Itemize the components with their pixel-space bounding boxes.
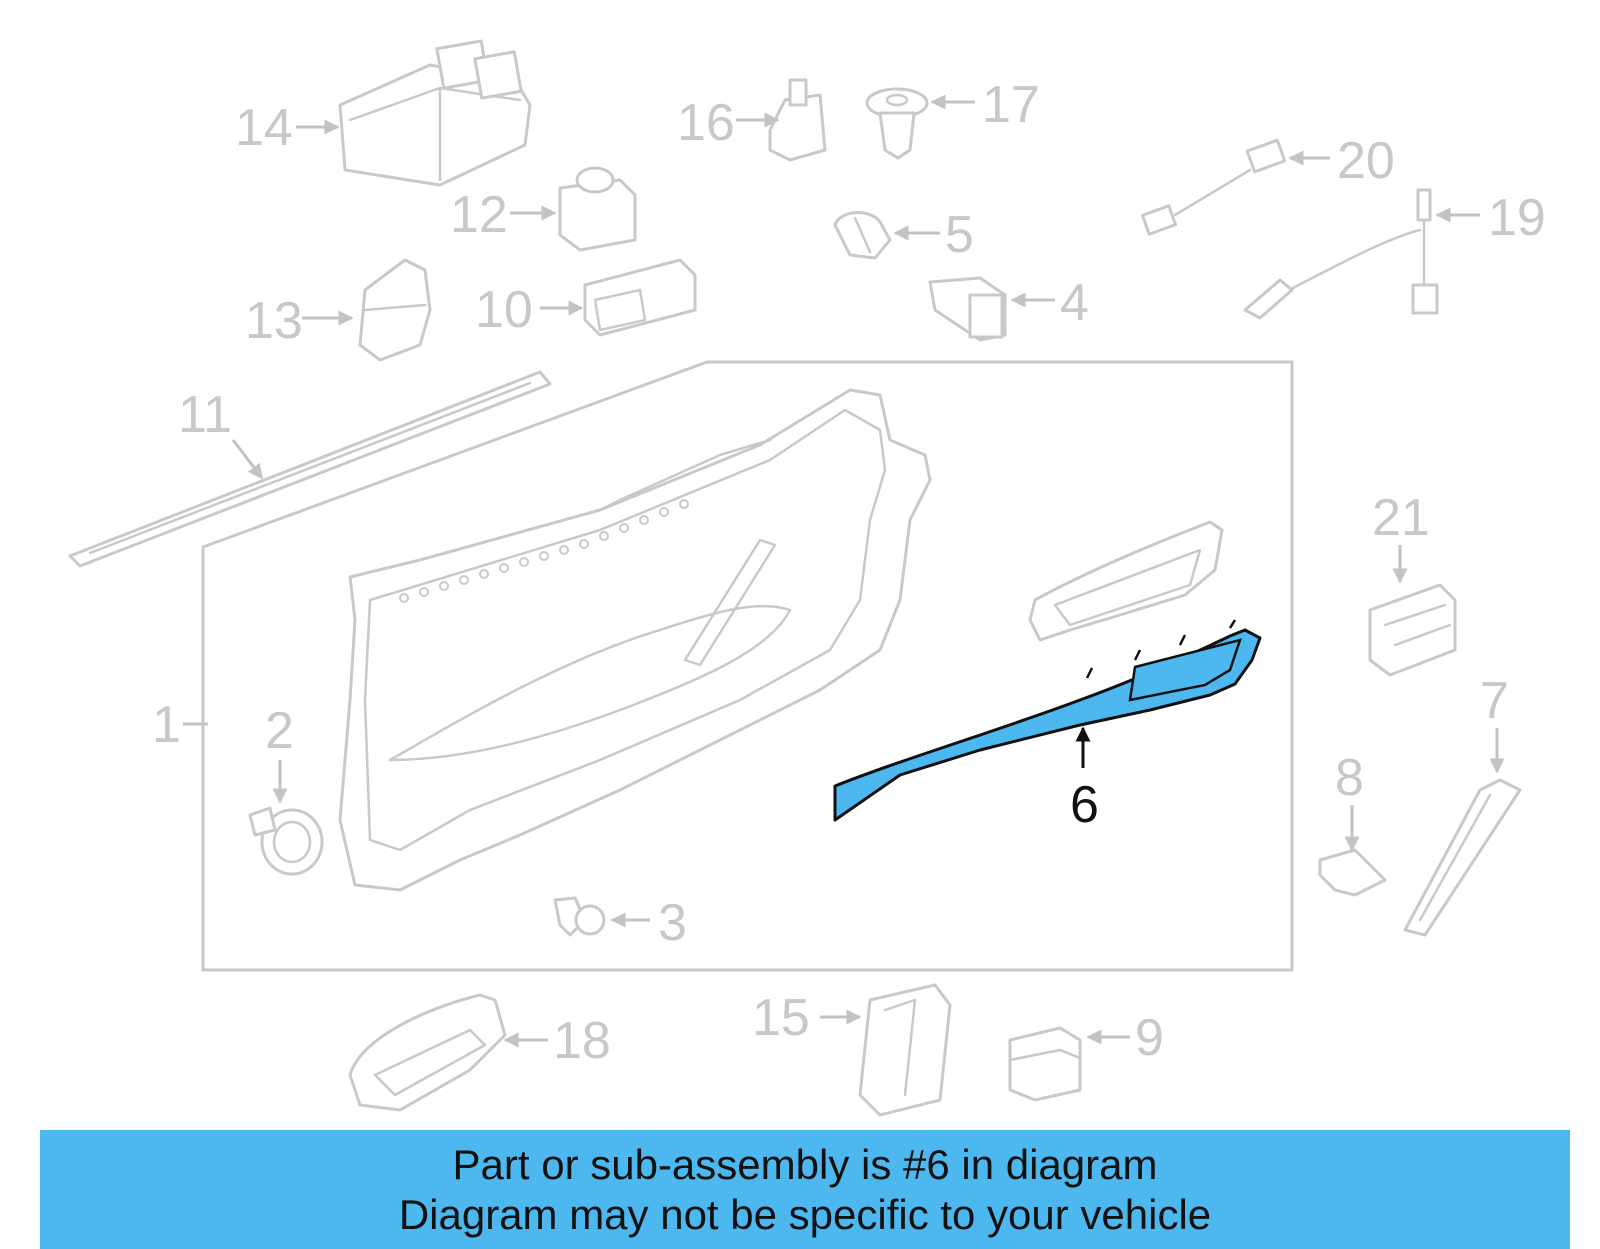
- info-banner: Part or sub-assembly is #6 in diagram Di…: [40, 1130, 1570, 1249]
- part-20-wire-connector: [1140, 138, 1287, 236]
- part-3-clip: [553, 896, 606, 937]
- callout-8: 8: [1335, 749, 1364, 807]
- part-6-trim-highlighted: [833, 619, 1262, 822]
- callout-17: 17: [982, 76, 1040, 134]
- part-19-cable: [1243, 188, 1439, 320]
- part-21-switch: [1368, 583, 1457, 677]
- callout-12: 12: [450, 186, 508, 244]
- part-12-mirror-switch: [558, 166, 637, 252]
- callout-1: 1: [152, 696, 181, 754]
- callout-13: 13: [245, 292, 303, 350]
- part-17-push-clip: [865, 87, 929, 160]
- part-9-switch: [1008, 1026, 1082, 1102]
- info-banner-bg: [40, 1130, 1570, 1249]
- part-13-switch: [358, 258, 432, 362]
- part-10-switch: [583, 258, 697, 337]
- banner-line-1: Part or sub-assembly is #6 in diagram: [452, 1140, 1158, 1188]
- assembly-frame: [201, 360, 1294, 972]
- part-15-switch: [858, 983, 952, 1117]
- callout-4: 4: [1060, 274, 1089, 332]
- callout-3: 3: [658, 894, 687, 952]
- callout-19: 19: [1488, 189, 1546, 247]
- callout-labels: 1 2 3 4 5 6 7 8 9 10 11 12 13 14 15 16 1…: [152, 76, 1546, 1070]
- callout-14: 14: [235, 99, 293, 157]
- part-1-door-panel: [338, 388, 932, 892]
- part-8-clip: [1318, 848, 1387, 897]
- callout-20: 20: [1337, 132, 1395, 190]
- callout-15: 15: [752, 989, 810, 1047]
- callout-5: 5: [945, 206, 974, 264]
- part-7-trim: [1403, 778, 1522, 937]
- part-11-belt-molding: [68, 370, 552, 568]
- callout-18: 18: [553, 1012, 611, 1070]
- part-14-window-switch: [338, 39, 532, 187]
- callout-16: 16: [677, 94, 735, 152]
- callout-9: 9: [1135, 1009, 1164, 1067]
- leader-lines: [183, 94, 1505, 1048]
- part-18-pull-handle: [348, 993, 507, 1112]
- part-16-connector: [768, 78, 827, 162]
- inner-handle-bezel: [1028, 520, 1224, 642]
- part-2-speaker: [248, 806, 324, 876]
- callout-7: 7: [1480, 672, 1509, 730]
- callout-2: 2: [265, 702, 294, 760]
- banner-line-2: Diagram may not be specific to your vehi…: [398, 1190, 1212, 1238]
- callout-10: 10: [475, 281, 533, 339]
- callout-6: 6: [1070, 776, 1099, 834]
- callout-11: 11: [178, 386, 232, 444]
- callout-21: 21: [1372, 489, 1430, 547]
- part-4-clip: [928, 276, 1007, 342]
- part-5-clip: [833, 211, 892, 260]
